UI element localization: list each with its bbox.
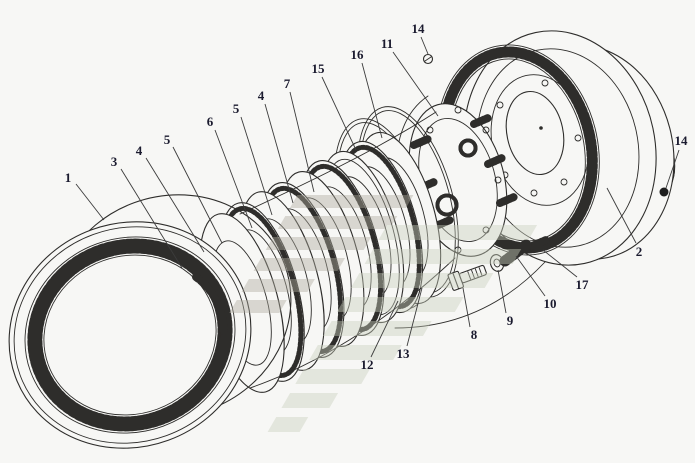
- callout-part-13: 13: [397, 346, 411, 361]
- drum-housing: [463, 30, 676, 266]
- leader-line: [145, 157, 205, 253]
- spring-part-10: [499, 239, 532, 267]
- leader-line: [172, 146, 223, 244]
- callout-part-14b: 14: [675, 133, 689, 148]
- callout-part-1: 1: [65, 170, 72, 185]
- callout-part-12: 12: [361, 357, 374, 372]
- callout-part-5a: 5: [164, 132, 171, 147]
- drawing: [8, 30, 676, 449]
- callout-part-4b: 4: [258, 88, 265, 103]
- leader-line: [515, 255, 546, 297]
- bolt-part-8: [447, 264, 487, 291]
- watermark-logo: [229, 195, 538, 432]
- callout-part-17: 17: [576, 277, 590, 292]
- leader-line: [75, 183, 105, 221]
- leader-line: [462, 287, 471, 328]
- leader-line: [542, 249, 578, 278]
- leader-line: [406, 287, 423, 347]
- leader-line: [606, 187, 637, 244]
- callout-part-5b: 5: [233, 101, 240, 116]
- leader-lines: [75, 36, 680, 358]
- ball-part-14-right: [659, 187, 669, 197]
- callout-part-4a: 4: [136, 143, 143, 158]
- leader-line: [420, 36, 429, 55]
- callout-part-16: 16: [351, 47, 365, 62]
- callout-part-11: 11: [381, 36, 393, 51]
- callout-part-6: 6: [207, 114, 214, 129]
- callout-part-14a: 14: [412, 21, 426, 36]
- callout-part-10: 10: [544, 296, 557, 311]
- screw-part-14-top: [422, 53, 434, 65]
- leader-line: [370, 300, 399, 358]
- leader-line: [665, 149, 680, 189]
- callout-part-7: 7: [284, 76, 291, 91]
- leader-line: [264, 103, 294, 204]
- callout-labels: 1 3 4 5 6 5 4 7 15 16 11 14 14 2 17 10 9…: [65, 21, 688, 372]
- leader-line: [120, 168, 183, 269]
- leader-line: [497, 269, 507, 314]
- leader-line: [321, 76, 357, 151]
- callout-part-9: 9: [507, 313, 514, 328]
- leader-line: [289, 91, 315, 193]
- callout-part-2: 2: [636, 244, 643, 259]
- internal-ring-gear: [8, 194, 292, 449]
- leader-line: [392, 51, 439, 117]
- callout-part-8: 8: [471, 327, 478, 342]
- callout-part-3: 3: [111, 154, 118, 169]
- leader-line: [361, 62, 383, 139]
- leader-line: [214, 129, 253, 229]
- callout-part-15: 15: [312, 61, 326, 76]
- leader-line: [240, 116, 273, 216]
